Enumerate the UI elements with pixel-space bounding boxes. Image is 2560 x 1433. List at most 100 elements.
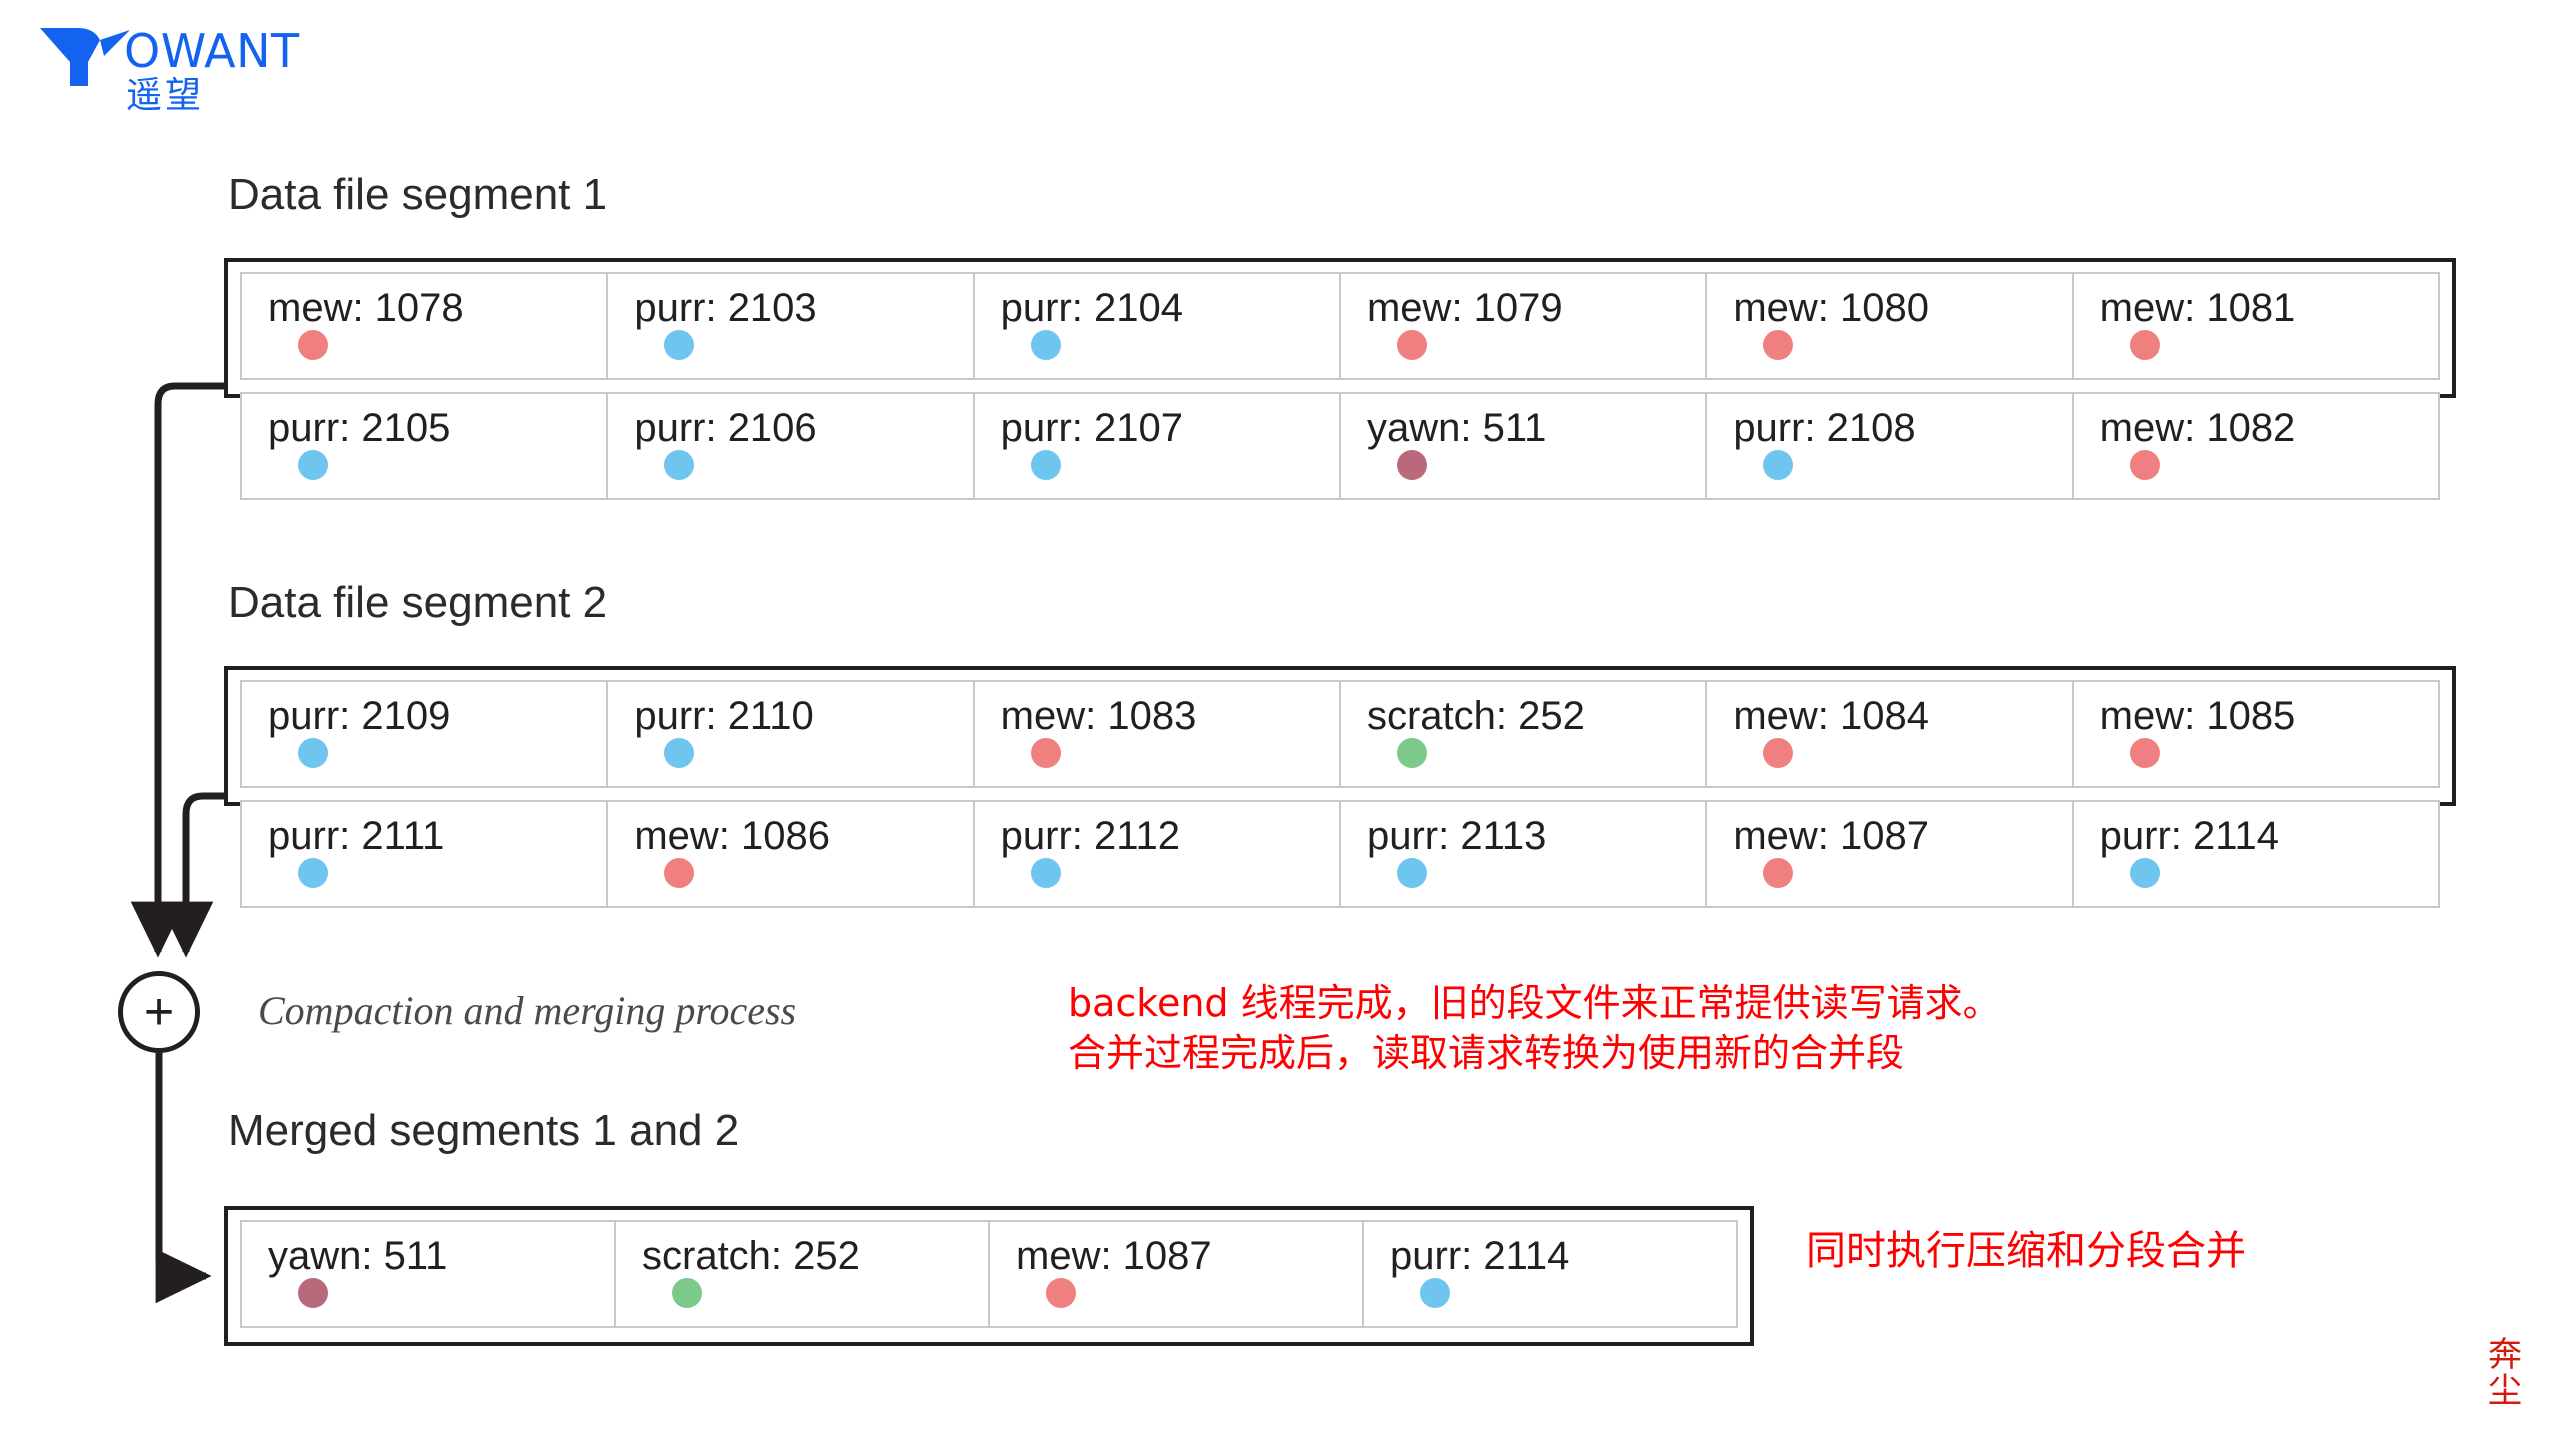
data-cell[interactable]: scratch: 252 <box>616 1222 990 1326</box>
cell-label: mew: 1086 <box>634 814 830 858</box>
data-cell[interactable]: purr: 2107 <box>975 394 1341 498</box>
data-cell[interactable]: purr: 2114 <box>2074 802 2438 906</box>
data-cell[interactable]: yawn: 511 <box>242 1222 616 1326</box>
data-cell[interactable]: purr: 2110 <box>608 682 975 786</box>
cell-label: purr: 2109 <box>268 694 451 738</box>
data-cell[interactable]: purr: 2105 <box>242 394 609 498</box>
record-type-dot <box>1396 450 1427 480</box>
cell-label: purr: 2108 <box>1733 406 1916 450</box>
cell-label: purr: 2113 <box>1366 814 1547 858</box>
segment-2-title: Data file segment 2 <box>228 578 608 627</box>
record-type-dot <box>1420 1278 1450 1308</box>
cell-label: mew: 1087 <box>1733 814 1929 858</box>
record-type-dot <box>1396 738 1427 768</box>
cell-label: purr: 2112 <box>1000 814 1181 858</box>
bottom-annotation: 同时执行压缩和分段合并 <box>1806 1228 2246 1274</box>
segment-2-row-2: purr: 2111 mew: 1086 purr: 2112 purr: 21… <box>240 800 2440 908</box>
data-cell[interactable]: purr: 2114 <box>1364 1222 1736 1326</box>
record-type-dot <box>2129 450 2160 480</box>
arrow-segment-1-to-merge <box>130 382 224 958</box>
cell-label: purr: 2110 <box>634 694 814 738</box>
record-type-dot <box>1396 858 1427 888</box>
author-stamp: 奔尘 <box>2488 1335 2522 1411</box>
record-type-dot <box>298 1278 328 1308</box>
segment-2-box: purr: 2109 purr: 2110 mew: 1083 scratch:… <box>224 666 2456 908</box>
record-type-dot <box>1030 858 1061 888</box>
data-cell[interactable]: mew: 1078 <box>242 274 609 378</box>
record-type-dot <box>1030 330 1061 360</box>
plus-icon: + <box>143 983 175 1041</box>
data-cell[interactable]: mew: 1082 <box>2074 394 2438 498</box>
data-cell[interactable]: yawn: 511 <box>1341 394 1708 498</box>
logo-wordmark: OWANT <box>124 24 300 78</box>
data-cell[interactable]: mew: 1084 <box>1707 682 2074 786</box>
segment-1-row-2: purr: 2105 purr: 2106 purr: 2107 yawn: 5… <box>240 392 2440 500</box>
cell-label: purr: 2106 <box>634 406 817 450</box>
segment-1-row-1: mew: 1078 purr: 2103 purr: 2104 mew: 107… <box>240 272 2440 380</box>
cell-label: mew: 1081 <box>2099 286 2296 330</box>
segment-1-box: mew: 1078 purr: 2103 purr: 2104 mew: 107… <box>224 258 2456 500</box>
record-type-dot <box>664 330 695 360</box>
record-type-dot <box>2129 858 2160 888</box>
data-cell[interactable]: purr: 2103 <box>608 274 975 378</box>
data-cell[interactable]: purr: 2104 <box>975 274 1341 378</box>
backend-annotation: backend 线程完成，旧的段文件来正常提供读写请求。 合并过程完成后，读取请… <box>1068 978 2001 1078</box>
data-cell[interactable]: purr: 2113 <box>1341 802 1708 906</box>
data-cell[interactable]: purr: 2111 <box>242 802 609 906</box>
data-cell[interactable]: mew: 1079 <box>1341 274 1708 378</box>
merged-segments-box: yawn: 511 scratch: 252 mew: 1087 purr: 2… <box>224 1206 1754 1346</box>
data-cell[interactable]: purr: 2109 <box>242 682 609 786</box>
segment-1-title: Data file segment 1 <box>228 170 608 219</box>
data-cell[interactable]: purr: 2112 <box>975 802 1341 906</box>
merged-segments-title: Merged segments 1 and 2 <box>228 1106 740 1155</box>
segment-2-row-1: purr: 2109 purr: 2110 mew: 1083 scratch:… <box>240 680 2440 788</box>
record-type-dot <box>664 738 695 768</box>
cell-label: purr: 2105 <box>268 406 451 450</box>
record-type-dot <box>1763 858 1794 888</box>
yowant-logo: OWANT 遥望 <box>38 22 300 132</box>
record-type-dot <box>1763 330 1794 360</box>
record-type-dot <box>1030 738 1061 768</box>
backend-annotation-line-1: backend 线程完成，旧的段文件来正常提供读写请求。 <box>1068 981 2001 1025</box>
cell-label: scratch: 252 <box>1366 694 1585 738</box>
data-cell[interactable]: mew: 1080 <box>1707 274 2074 378</box>
cell-label: scratch: 252 <box>642 1234 860 1278</box>
record-type-dot <box>1030 450 1061 480</box>
data-cell[interactable]: mew: 1081 <box>2074 274 2438 378</box>
data-cell[interactable]: scratch: 252 <box>1341 682 1708 786</box>
data-cell[interactable]: purr: 2106 <box>608 394 975 498</box>
cell-label: mew: 1084 <box>1733 694 1929 738</box>
merged-segments-row: yawn: 511 scratch: 252 mew: 1087 purr: 2… <box>240 1220 1738 1328</box>
cell-label: mew: 1085 <box>2099 694 2296 738</box>
data-cell[interactable]: mew: 1087 <box>1707 802 2074 906</box>
record-type-dot <box>1046 1278 1076 1308</box>
record-type-dot <box>298 450 328 480</box>
record-type-dot <box>664 450 695 480</box>
data-cell[interactable]: mew: 1085 <box>2074 682 2438 786</box>
record-type-dot <box>1763 450 1794 480</box>
cell-label: purr: 2104 <box>1000 286 1183 330</box>
data-cell[interactable]: mew: 1087 <box>990 1222 1364 1326</box>
cell-label: purr: 2103 <box>634 286 817 330</box>
merge-process-caption: Compaction and merging process <box>258 988 797 1033</box>
cell-label: yawn: 511 <box>268 1234 448 1278</box>
logo-bird-icon <box>40 28 130 86</box>
data-cell[interactable]: mew: 1086 <box>608 802 975 906</box>
data-cell[interactable]: mew: 1083 <box>975 682 1341 786</box>
cell-label: mew: 1080 <box>1733 286 1929 330</box>
cell-label: purr: 2114 <box>2099 814 2280 858</box>
cell-label: mew: 1078 <box>268 286 464 330</box>
cell-label: mew: 1083 <box>1000 694 1197 738</box>
data-cell[interactable]: purr: 2108 <box>1707 394 2074 498</box>
record-type-dot <box>298 858 328 888</box>
record-type-dot <box>672 1278 702 1308</box>
cell-label: purr: 2111 <box>268 814 445 858</box>
merge-node: + <box>118 971 200 1053</box>
logo-chinese-name: 遥望 <box>126 75 205 116</box>
cell-label: purr: 2114 <box>1390 1234 1570 1278</box>
cell-label: mew: 1082 <box>2099 406 2296 450</box>
cell-label: mew: 1079 <box>1366 286 1563 330</box>
arrow-merge-to-merged-segments <box>155 1053 212 1304</box>
record-type-dot <box>298 330 328 360</box>
